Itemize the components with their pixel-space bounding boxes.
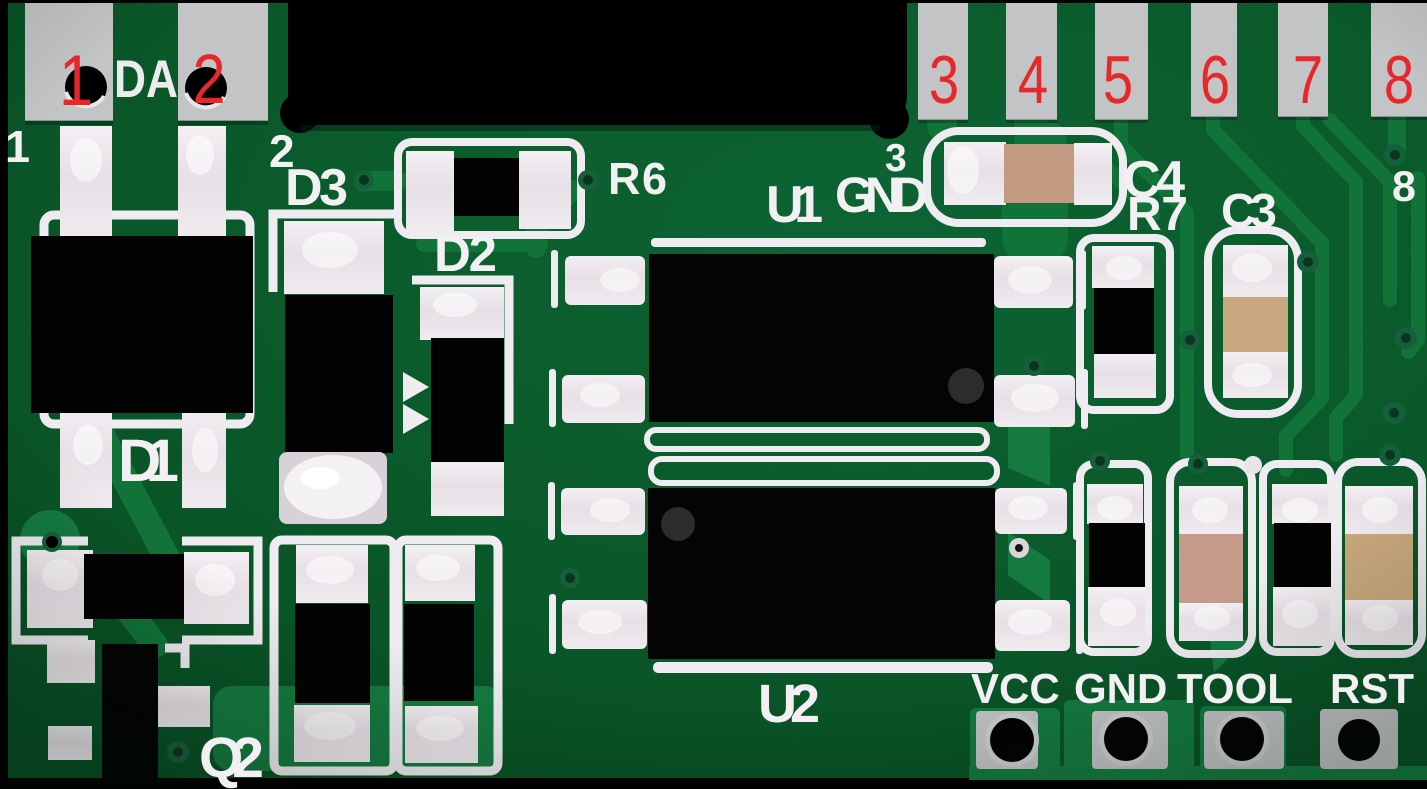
svg-text:1: 1 [59,41,93,121]
svg-text:2: 2 [192,40,225,118]
svg-text:D3: D3 [285,159,348,217]
svg-text:R6: R6 [608,153,667,204]
svg-text:U1: U1 [766,176,823,234]
svg-text:VCC: VCC [971,665,1060,712]
svg-text:TOOL: TOOL [1177,665,1293,712]
svg-text:5: 5 [1103,42,1133,118]
svg-text:3: 3 [885,137,907,180]
svg-text:C4: C4 [1123,151,1185,209]
svg-text:1: 1 [5,121,30,172]
svg-text:8: 8 [1392,163,1416,211]
svg-text:2: 2 [269,125,295,177]
svg-text:GND: GND [835,167,928,223]
svg-text:GND: GND [1074,665,1167,712]
svg-text:3: 3 [929,42,959,118]
svg-text:4: 4 [1018,42,1048,118]
svg-text:6: 6 [1200,42,1230,118]
svg-text:RST: RST [1330,665,1414,712]
svg-text:U2: U2 [758,674,820,734]
svg-text:D2: D2 [434,225,497,282]
svg-text:C3: C3 [1221,185,1277,238]
svg-text:7: 7 [1293,42,1323,118]
svg-text:DA: DA [114,50,178,109]
svg-text:D1: D1 [118,427,179,494]
svg-text:R7: R7 [1127,188,1188,241]
svg-text:Q2: Q2 [199,726,264,789]
svg-text:8: 8 [1384,42,1414,118]
